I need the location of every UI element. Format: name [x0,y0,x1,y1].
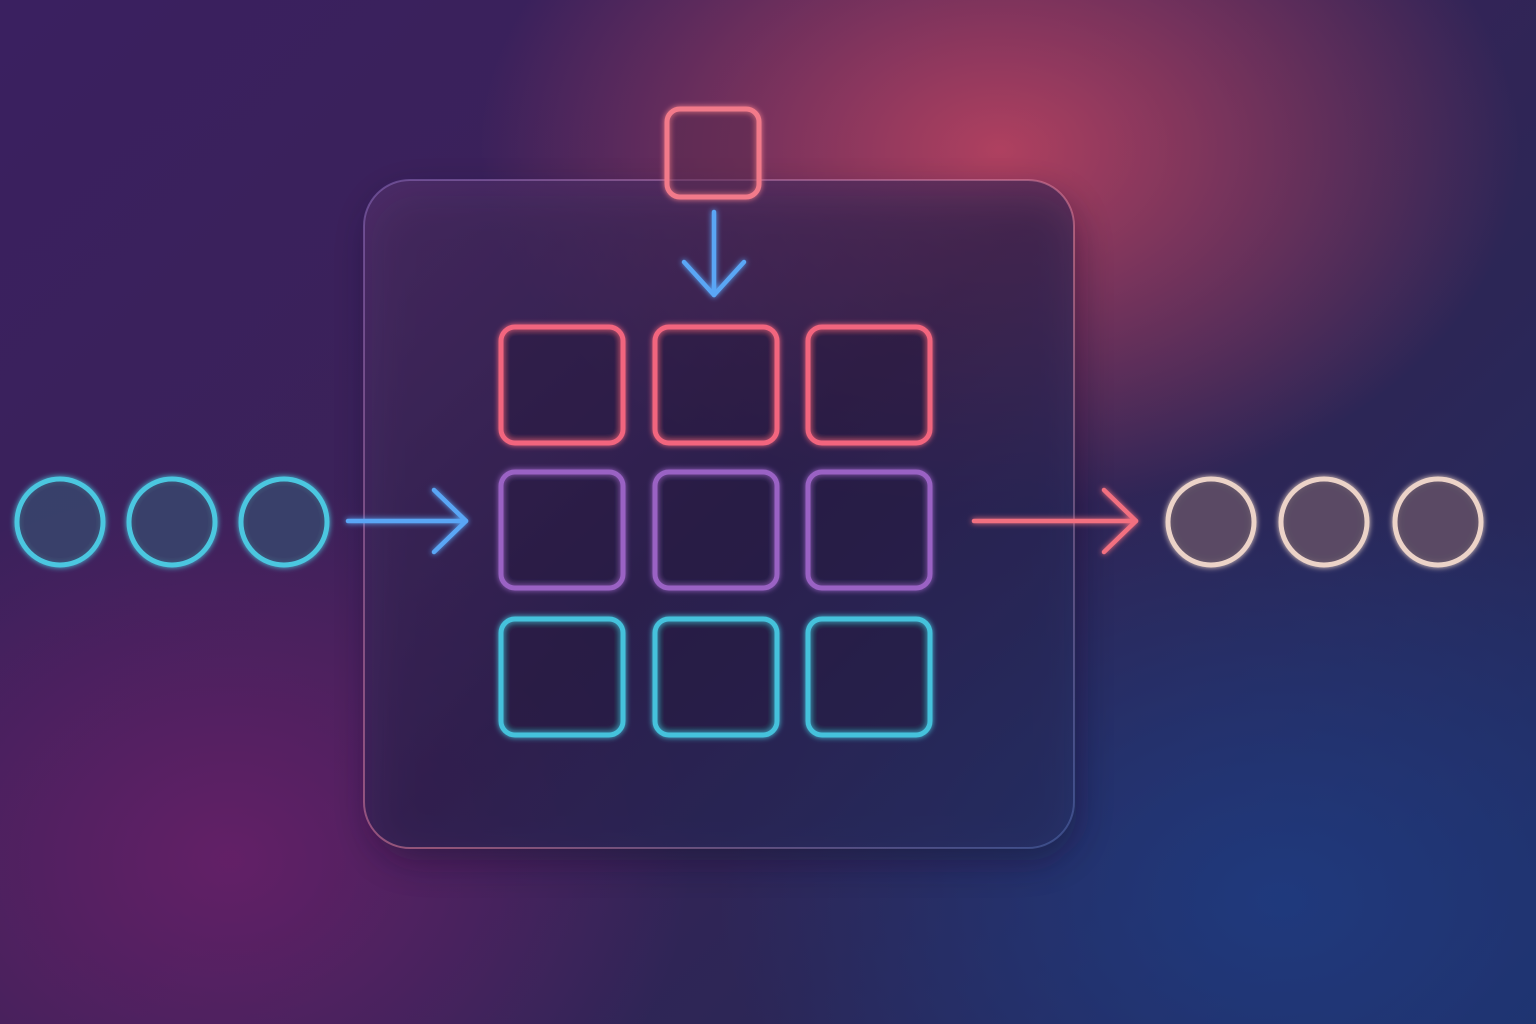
middle-row-cell-1 [498,469,626,591]
output-nodes [1165,476,1484,568]
input-node-2 [126,476,218,568]
top-row-cell-3 [805,324,933,446]
arrows [345,209,1139,555]
bottom-row-cell-3 [805,616,933,738]
input-arrow-icon [345,487,469,555]
down-arrow-icon [681,209,747,298]
bottom-row-cell-2 [652,616,780,738]
middle-row-cell-3 [805,469,933,591]
top-token-square-icon [664,106,762,200]
output-arrow-icon [971,487,1139,555]
output-node-3 [1392,476,1484,568]
bottom-row-cell-1 [498,616,626,738]
cell-grid [498,324,933,738]
middle-row-cell-2 [652,469,780,591]
input-node-1 [14,476,106,568]
output-node-1 [1165,476,1257,568]
top-token [664,106,762,200]
top-row-cell-1 [498,324,626,446]
input-nodes [14,476,330,568]
output-node-2 [1278,476,1370,568]
top-row-cell-2 [652,324,780,446]
input-node-3 [238,476,330,568]
